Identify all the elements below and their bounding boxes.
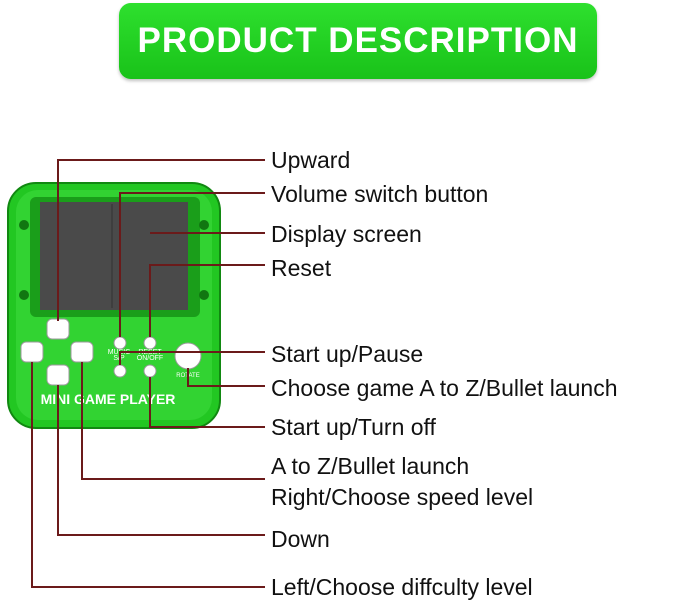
leader-line-choose-game <box>187 368 265 387</box>
callout-a-to-z: A to Z/Bullet launch <box>271 453 470 479</box>
callout-display-screen: Display screen <box>271 221 422 247</box>
screw-icon <box>19 290 29 300</box>
screw-icon <box>199 290 209 300</box>
up-button <box>46 318 70 340</box>
leader-line-start-turn-off <box>149 377 265 428</box>
leader-line-left <box>31 362 265 588</box>
sp-button <box>113 364 127 378</box>
handheld-game-device: MUSIC S/P RESET ON/OFF ROTATE MINI GAME … <box>7 182 221 429</box>
callout-down: Down <box>271 526 330 552</box>
onoff-button <box>143 364 157 378</box>
leader-line-volume <box>119 192 265 337</box>
reset-button <box>143 336 157 350</box>
display-screen <box>40 202 188 310</box>
right-button <box>70 341 94 363</box>
callout-upward: Upward <box>271 147 351 173</box>
music-button <box>113 336 127 350</box>
callout-start-pause: Start up/Pause <box>271 341 424 367</box>
callout-reset: Reset <box>271 255 332 281</box>
brand-label: MINI GAME PLAYER <box>41 391 176 407</box>
down-button <box>46 364 70 386</box>
leader-line-upward <box>57 159 265 321</box>
leader-line-down <box>57 385 265 536</box>
leader-line-right <box>81 362 265 480</box>
leader-line-reset <box>149 264 265 337</box>
callout-right-speed: Right/Choose speed level <box>271 484 534 510</box>
callout-left-difficulty: Left/Choose diffculty level <box>271 574 533 600</box>
banner-title: PRODUCT DESCRIPTION <box>137 21 579 60</box>
callout-start-turn-off: Start up/Turn off <box>271 414 436 440</box>
onoff-label: ON/OFF <box>137 355 163 362</box>
left-button <box>20 341 44 363</box>
rotate-button <box>174 342 202 370</box>
leader-lines <box>31 159 265 588</box>
title-banner: PRODUCT DESCRIPTION <box>119 3 597 79</box>
screw-icon <box>199 220 209 230</box>
callout-volume-switch: Volume switch button <box>271 181 489 207</box>
leader-line-start-pause <box>119 351 265 365</box>
screw-icon <box>19 220 29 230</box>
callout-choose-game: Choose game A to Z/Bullet launch <box>271 375 618 401</box>
